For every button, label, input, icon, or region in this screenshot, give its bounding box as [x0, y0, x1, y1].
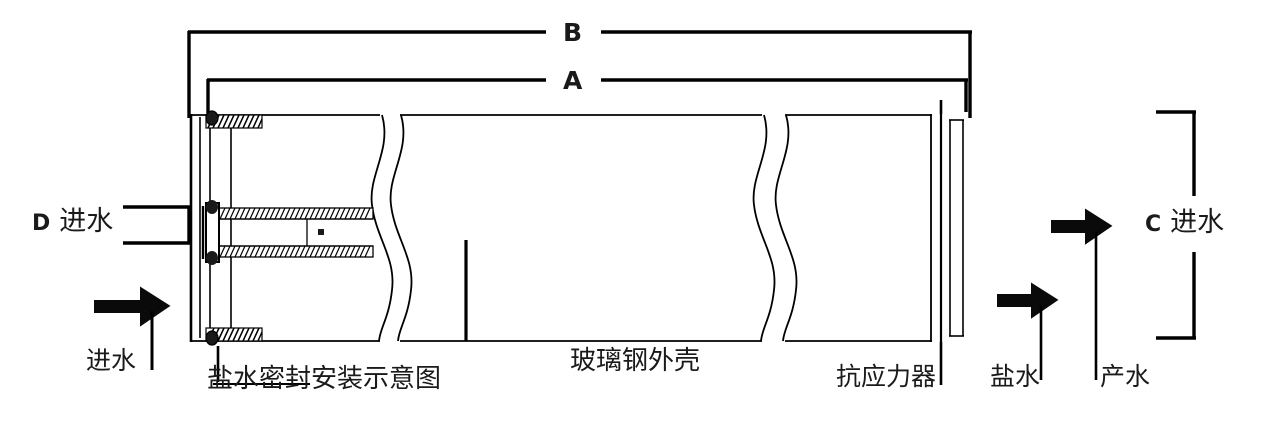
dimension-label-c-group: C 进水 [1145, 209, 1224, 236]
permeate-tube-lower-wall [217, 245, 374, 258]
break-symbol-right [752, 114, 798, 342]
dimension-label-d-text: 进水 [59, 206, 114, 237]
dimension-label-c: C [1145, 212, 1162, 237]
dimension-line-a [206, 78, 968, 118]
permeate-label: 产水 [1100, 362, 1151, 391]
feed-inlet-label: 进水 [86, 346, 137, 375]
brine-label: 盐水 [990, 362, 1041, 391]
brine-seal-detail-label: 盐水密封安装示意图 [207, 364, 442, 394]
dimension-bracket-c [1156, 110, 1196, 340]
dimension-label-b: B [563, 18, 583, 47]
dimension-label-d: D [32, 211, 51, 236]
dimension-label-c-text: 进水 [1170, 207, 1225, 238]
feed-inlet-arrow [94, 286, 171, 370]
frp-shell-label: 玻璃钢外壳 [570, 346, 701, 376]
dimension-line-b [187, 30, 972, 118]
brine-outlet-arrow [997, 282, 1059, 380]
brine-seal-top [205, 110, 263, 129]
brine-seal-bottom [205, 327, 263, 346]
dimension-label-a: A [563, 66, 583, 95]
dimension-label-d-group: D 进水 [32, 208, 113, 235]
left-end-cap-assembly [189, 110, 374, 346]
anti-telescoping-device [930, 100, 964, 385]
break-symbol-left [370, 114, 413, 342]
brine-seal-detail-leader [213, 346, 310, 385]
anti-telescoping-device-label: 抗应力器 [836, 362, 937, 391]
pressure-vessel-body [190, 114, 932, 342]
dimension-bracket-d [123, 205, 191, 245]
permeate-outlet-arrow [1051, 208, 1113, 380]
permeate-tube-upper-wall [217, 207, 374, 220]
